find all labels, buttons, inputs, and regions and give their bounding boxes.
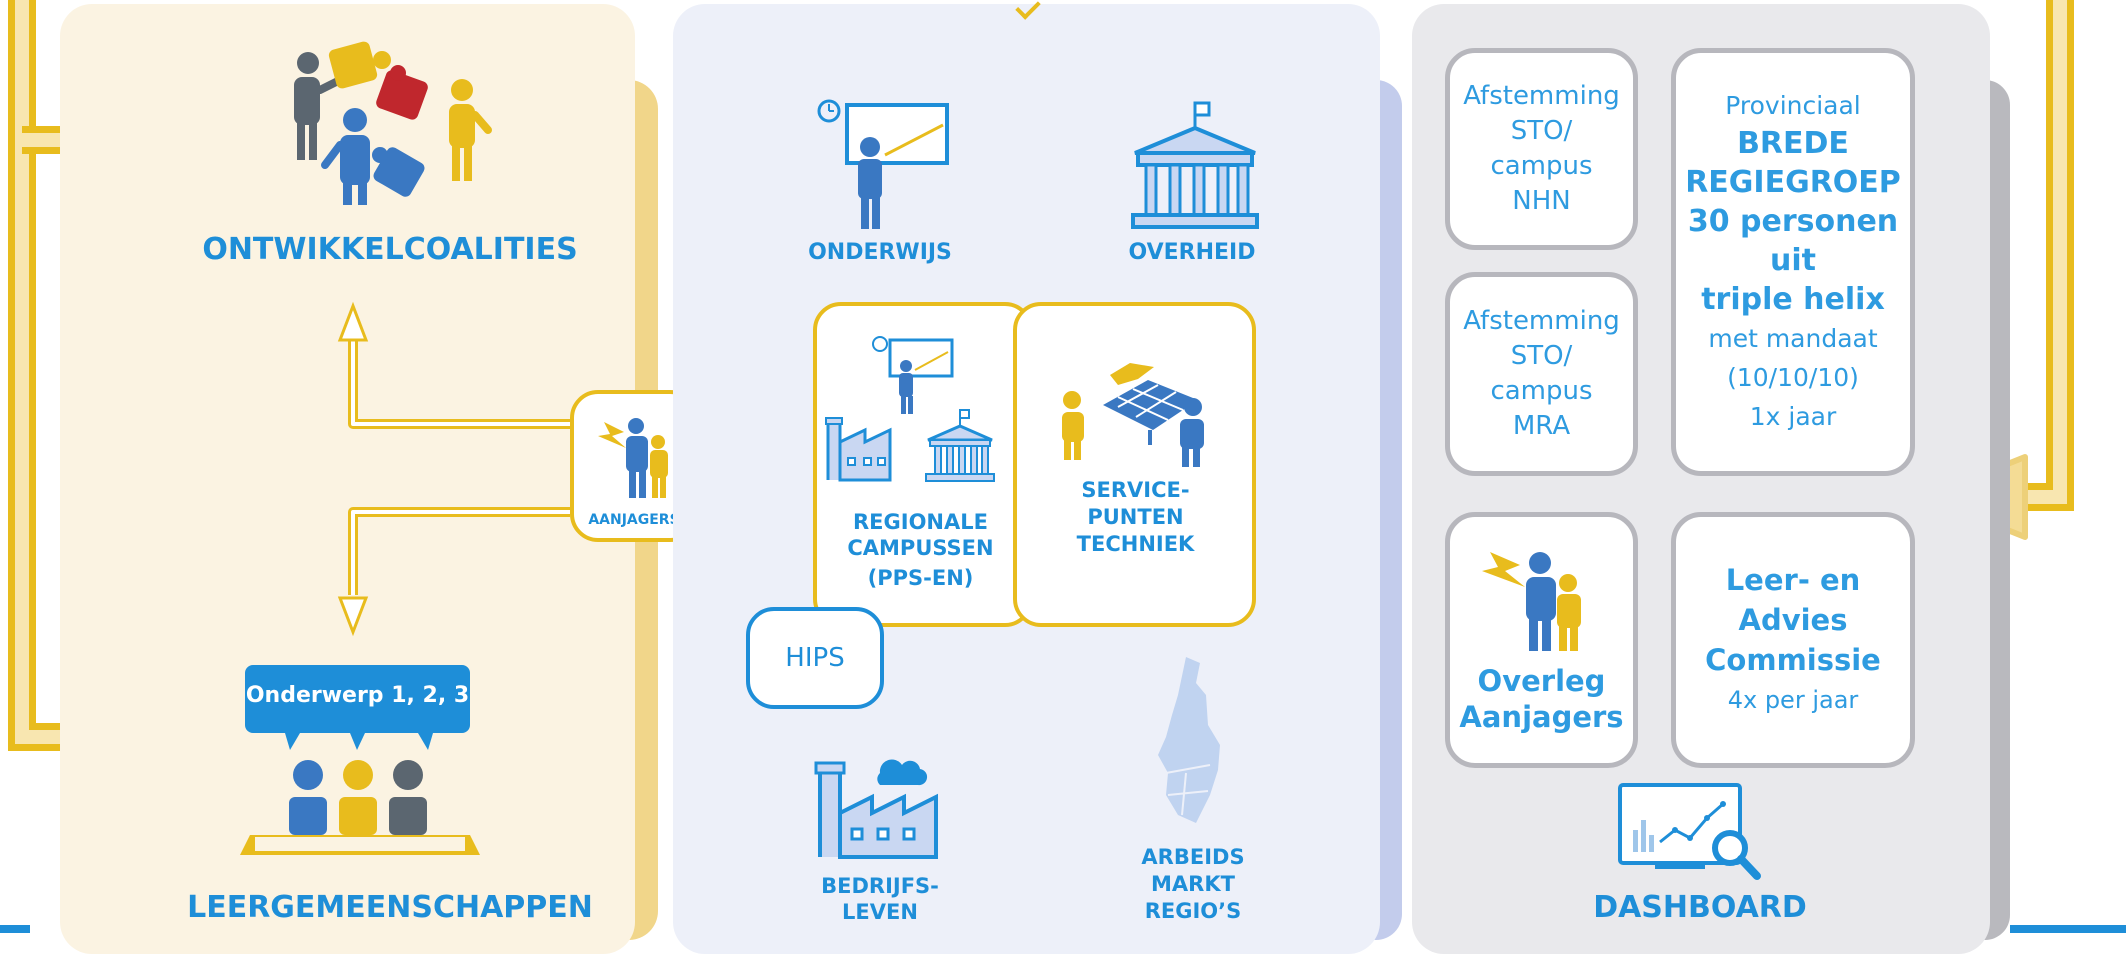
card-mra-line-3: campus bbox=[1490, 376, 1593, 406]
overheid-label: OVERHEID bbox=[1128, 240, 1256, 265]
arbeidsmarkt-label-1: ARBEIDS bbox=[1141, 845, 1245, 869]
regionale-label-1: REGIONALE bbox=[853, 510, 988, 534]
servicepunten-icon bbox=[1062, 363, 1204, 467]
card-nhn-line-2: STO/ bbox=[1510, 116, 1573, 146]
bottom-line-right bbox=[2010, 925, 2126, 933]
card-nhn-line-4: NHN bbox=[1512, 186, 1571, 216]
overheid-icon bbox=[1131, 101, 1259, 229]
card-leer-advies: Leer- en Advies Commissie 4x per jaar bbox=[1671, 512, 1915, 768]
servicepunten-label-1: SERVICE- bbox=[1081, 478, 1190, 502]
leer-line-2: Advies bbox=[1738, 603, 1848, 637]
topic-bubble-text: Onderwerp 1, 2, 3 bbox=[245, 683, 470, 708]
regionale-campussen-icons bbox=[825, 336, 995, 482]
provinciaal-bold-4: uit bbox=[1770, 243, 1816, 278]
regionale-label-2: CAMPUSSEN bbox=[847, 536, 994, 560]
bottom-line-left bbox=[0, 925, 30, 933]
leer-line-1: Leer- en bbox=[1725, 563, 1861, 597]
arbeidsmarkt-label-2: MARKT bbox=[1151, 872, 1235, 896]
card-afstemming-nhn: Afstemming STO/ campus NHN bbox=[1445, 48, 1638, 250]
provinciaal-rest-3: 1x jaar bbox=[1749, 402, 1837, 431]
card-mra-line-4: MRA bbox=[1512, 411, 1571, 441]
leergemeenschappen-label: LEERGEMEENSCHAPPEN bbox=[187, 890, 593, 925]
ontwikkelcoalities-label: ONTWIKKELCOALITIES bbox=[202, 232, 578, 267]
onderwijs-label: ONDERWIJS bbox=[808, 240, 952, 265]
provinciaal-bold-1: BREDE bbox=[1737, 126, 1849, 161]
regionale-label-3: (PPS-EN) bbox=[867, 566, 974, 590]
bedrijfsleven-label-1: BEDRIJFS- bbox=[821, 874, 939, 898]
card-mra-line-2: STO/ bbox=[1510, 341, 1573, 371]
aanjagers-icon bbox=[598, 418, 668, 498]
servicepunten-label-3: TECHNIEK bbox=[1076, 532, 1195, 556]
learning-group-icon bbox=[240, 760, 480, 855]
leer-line-3: Commissie bbox=[1705, 643, 1881, 677]
aanjagers-label: AANJAGERS bbox=[588, 512, 680, 528]
bedrijfsleven-icon bbox=[814, 759, 938, 859]
topic-bubble bbox=[245, 665, 470, 733]
provinciaal-rest-1: met mandaat bbox=[1708, 324, 1878, 353]
overleg-line-1: Overleg bbox=[1477, 664, 1606, 698]
card-provinciaal: Provinciaal BREDE REGIEGROEP 30 personen… bbox=[1671, 48, 1915, 476]
arbeidsmarkt-label-3: REGIO’S bbox=[1144, 899, 1242, 923]
dashboard-label: DASHBOARD bbox=[1593, 890, 1807, 925]
provinciaal-bold-5: triple helix bbox=[1701, 282, 1885, 317]
provinciaal-bold-2: REGIEGROEP bbox=[1685, 165, 1901, 200]
hips-label: HIPS bbox=[785, 643, 845, 673]
servicepunten-box bbox=[1013, 302, 1256, 627]
puzzle-team-icon bbox=[294, 41, 492, 205]
card-nhn-line-3: campus bbox=[1490, 151, 1593, 181]
overleg-line-2: Aanjagers bbox=[1459, 700, 1624, 734]
card-overleg-aanjagers: Overleg Aanjagers bbox=[1445, 512, 1638, 768]
leer-line-4: 4x per jaar bbox=[1727, 686, 1859, 714]
servicepunten-label-2: PUNTEN bbox=[1087, 505, 1184, 529]
bedrijfsleven-label-2: LEVEN bbox=[842, 900, 918, 924]
provinciaal-line-1: Provinciaal bbox=[1725, 91, 1861, 120]
provinciaal-bold-3: 30 personen bbox=[1687, 204, 1899, 239]
onderwijs-icon bbox=[817, 99, 949, 229]
card-afstemming-mra: Afstemming STO/ campus MRA bbox=[1445, 272, 1638, 476]
hips-box bbox=[746, 607, 884, 709]
dashboard-icon bbox=[1618, 783, 1761, 880]
card-nhn-line-1: Afstemming bbox=[1463, 81, 1620, 111]
provinciaal-rest-2: (10/10/10) bbox=[1727, 363, 1859, 392]
noord-holland-map-icon bbox=[1158, 657, 1220, 823]
overleg-aanjagers-icon bbox=[1482, 552, 1581, 651]
card-mra-line-1: Afstemming bbox=[1463, 306, 1620, 336]
